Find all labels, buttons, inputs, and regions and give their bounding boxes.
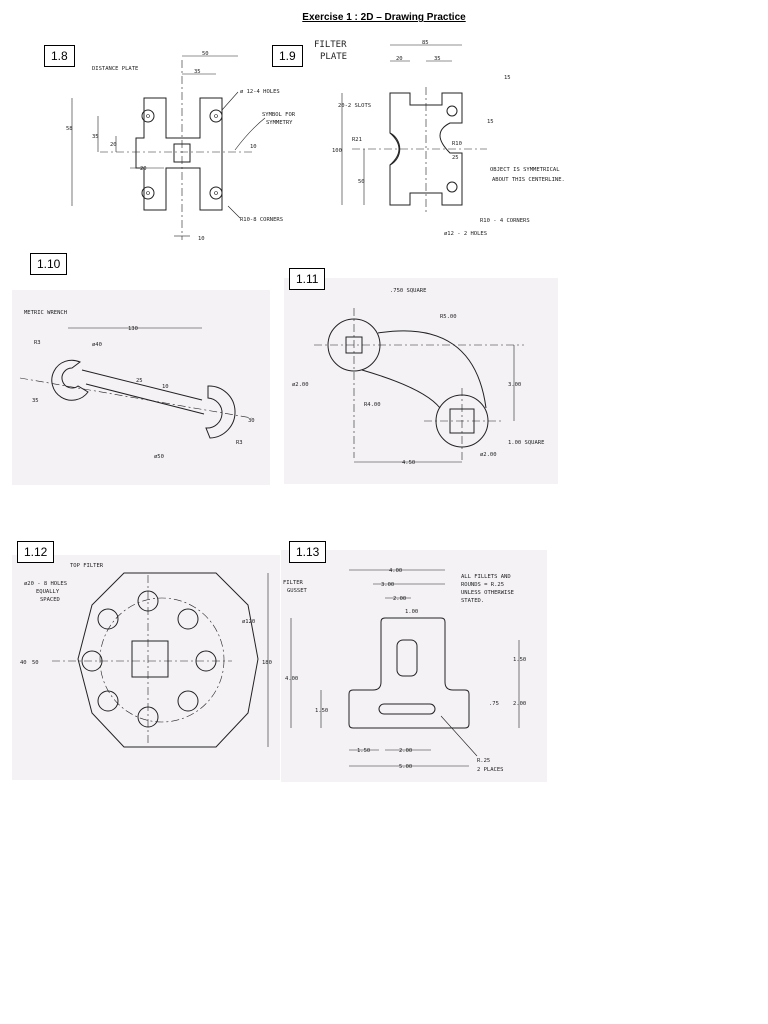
- f113-title-2: GUSSET: [287, 588, 308, 594]
- f18-symbol-note-1: SYMBOL FOR: [262, 112, 296, 118]
- f19-dim-25: 25: [452, 155, 459, 161]
- f110-o50: ø50: [154, 454, 164, 460]
- f19-r21: R21: [352, 137, 362, 143]
- f111-o2b: ø2.00: [480, 452, 497, 458]
- f112-o120: ø120: [242, 619, 255, 625]
- f19-dim-85: 85: [422, 40, 429, 46]
- figure-number-1-11: 1.11: [289, 268, 326, 290]
- f110-dim-25: 25: [136, 378, 143, 384]
- f111-r5: R5.00: [440, 314, 457, 320]
- f112-holes-note-2: EQUALLY: [36, 589, 60, 595]
- f110-dim-10: 10: [162, 384, 169, 390]
- f112-dim-180: 180: [262, 660, 272, 666]
- f113-dim-5: 5.00: [399, 764, 412, 770]
- f19-corners-note: R10 - 4 CORNERS: [480, 218, 530, 224]
- f112-dim-40: 40: [20, 660, 27, 666]
- figure-1-10-metric-wrench: METRIC WRENCH 130 R3 ø40 25 10 35 30 ø50…: [12, 290, 270, 485]
- f113-dim-75: .75: [489, 701, 499, 707]
- f112-title: TOP FILTER: [70, 563, 104, 569]
- f18-dim-20: 20: [110, 142, 117, 148]
- f113-dim-2c: 2.00: [399, 748, 412, 754]
- figure-number-1-10: 1.10: [30, 253, 68, 275]
- f19-dim-35: 35: [434, 56, 441, 62]
- f18-holes-note: ø 12-4 HOLES: [240, 89, 280, 95]
- f19-dim-15b: 15: [487, 119, 494, 125]
- figure-number-1-13: 1.13: [289, 541, 327, 563]
- f111-o2: ø2.00: [292, 382, 309, 388]
- f111-r4: R4.00: [364, 402, 381, 408]
- f113-dim-2b: 2.00: [513, 701, 526, 707]
- f19-sym-note-2: ABOUT THIS CENTERLINE.: [492, 177, 565, 183]
- f19-slots-note: 20-2 SLOTS: [338, 103, 371, 109]
- f18-symbol-note-2: SYMMETRY: [266, 120, 293, 126]
- f111-sq750: .750 SQUARE: [390, 288, 426, 294]
- f113-note-2: ROUNDS = R.25: [461, 582, 504, 588]
- f19-dim-100: 100: [332, 148, 342, 154]
- f113-dim-2: 2.00: [393, 596, 406, 602]
- f19-r10: R10: [452, 141, 462, 147]
- f113-title-1: FILTER: [283, 580, 304, 586]
- f19-dim-15: 15: [504, 75, 511, 81]
- f110-title: METRIC WRENCH: [24, 310, 67, 316]
- f18-title: DISTANCE PLATE: [92, 66, 138, 72]
- f110-dim-30: 30: [248, 418, 255, 424]
- f19-sym-note-1: OBJECT IS SYMMETRICAL: [490, 167, 560, 173]
- page-title: Exercise 1 : 2D – Drawing Practice: [302, 12, 466, 23]
- f18-dim-10: 10: [250, 144, 257, 150]
- figure-1-11-part: .750 SQUARE R5.00 ø2.00 3.00 R4.00 1.00 …: [284, 278, 558, 484]
- f113-dim-15c: 1.50: [357, 748, 370, 754]
- f110-r3b: R3: [236, 440, 243, 446]
- f18-dim-58: 58: [66, 126, 73, 132]
- f113-dim-15: 1.50: [513, 657, 526, 663]
- f113-places: 2 PLACES: [477, 767, 504, 773]
- f110-r3: R3: [34, 340, 41, 346]
- f111-sq1: 1.00 SQUARE: [508, 440, 544, 446]
- f19-dim-20: 20: [396, 56, 403, 62]
- f110-o40: ø40: [92, 342, 102, 348]
- figure-1-8-distance-plate: DISTANCE PLATE 50 35 58 35 20 20 10 10 ø…: [60, 40, 300, 245]
- f111-dim-45: 4.50: [402, 460, 415, 466]
- f110-dim-35: 35: [32, 398, 39, 404]
- figure-number-1-9: 1.9: [272, 45, 303, 67]
- f18-dim-50: 50: [202, 51, 209, 57]
- f113-dim-1: 1.00: [405, 609, 418, 615]
- f19-title-1: FILTER: [314, 40, 347, 50]
- f18-dim-20b: 20: [140, 166, 147, 172]
- f19-holes-note: ø12 - 2 HOLES: [444, 231, 487, 237]
- f18-dim-10b: 10: [198, 236, 205, 242]
- f113-dim-4b: 4.00: [285, 676, 298, 682]
- f18-corners-note: R10-8 CORNERS: [240, 217, 283, 223]
- f113-note-4: STATED.: [461, 598, 484, 604]
- f113-dim-3: 3.00: [381, 582, 394, 588]
- f113-r25: R.25: [477, 758, 490, 764]
- figure-1-13-filter-gusset: FILTER GUSSET ALL FILLETS AND ROUNDS = R…: [281, 550, 547, 782]
- f19-title-2: PLATE: [320, 52, 347, 62]
- f113-dim-15b: 1.50: [315, 708, 328, 714]
- f18-dim-35b: 35: [92, 134, 99, 140]
- figure-number-1-8: 1.8: [44, 45, 75, 67]
- f112-holes-note-1: ø20 - 8 HOLES: [24, 581, 67, 587]
- f18-dim-35: 35: [194, 69, 201, 75]
- f112-holes-note-3: SPACED: [40, 597, 60, 603]
- f110-dim-130: 130: [128, 326, 138, 332]
- figure-1-12-top-filter: TOP FILTER ø20 - 8 HOLES EQUALLY SPACED …: [12, 555, 280, 780]
- f111-dim-3: 3.00: [508, 382, 521, 388]
- figure-1-9-filter-plate: FILTER PLATE 85 20 35 15 15 20-2 SLOTS R…: [312, 35, 582, 245]
- f113-note-1: ALL FILLETS AND: [461, 574, 511, 580]
- f112-dim-50: 50: [32, 660, 39, 666]
- f113-note-3: UNLESS OTHERWISE: [461, 590, 514, 596]
- f19-dim-50: 50: [358, 179, 365, 185]
- f113-dim-4: 4.00: [389, 568, 402, 574]
- figure-number-1-12: 1.12: [17, 541, 55, 563]
